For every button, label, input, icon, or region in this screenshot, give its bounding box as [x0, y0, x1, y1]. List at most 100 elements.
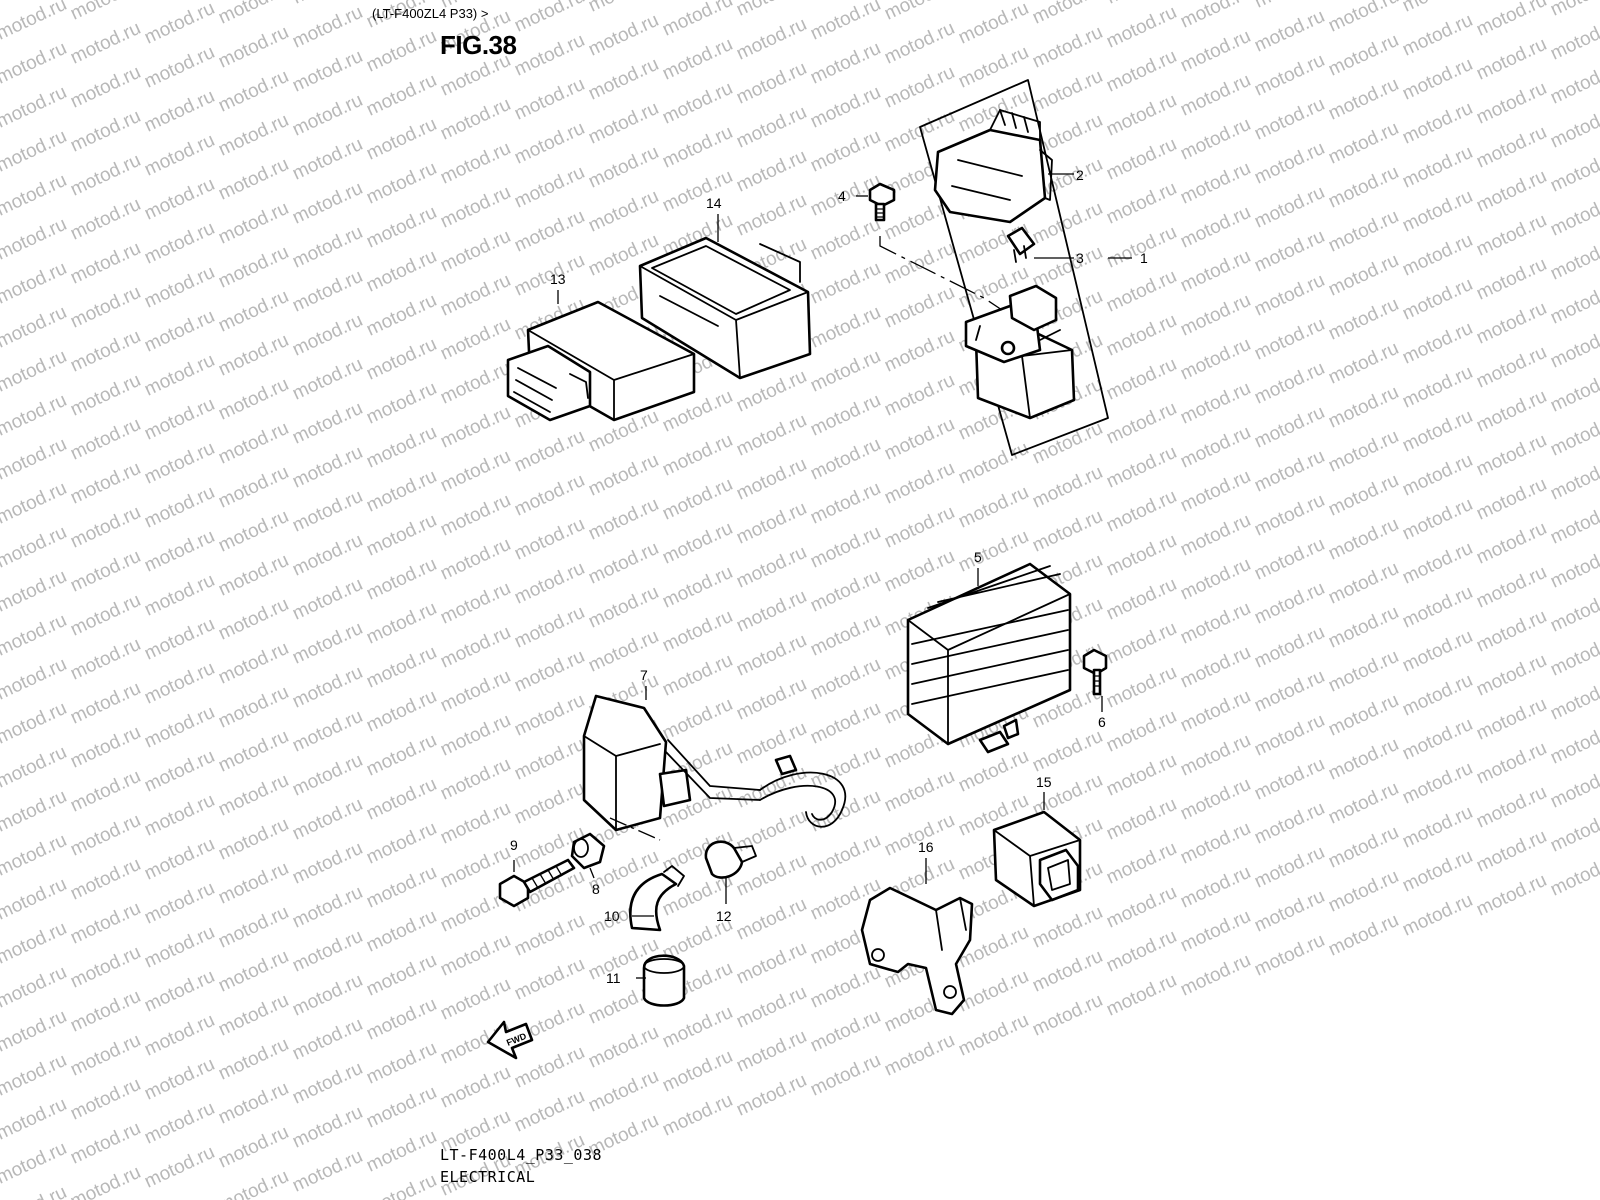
- watermark-text: motod.ru: [289, 882, 366, 933]
- watermark-text: motod.ru: [1103, 2, 1180, 53]
- watermark-text: motod.ru: [1029, 726, 1106, 777]
- watermark-text: motod.ru: [807, 1050, 884, 1101]
- watermark-text: motod.ru: [0, 830, 70, 881]
- watermark-text: motod.ru: [141, 394, 218, 445]
- watermark-text: motod.ru: [1399, 714, 1476, 765]
- watermark-text: motod.ru: [1473, 430, 1550, 481]
- watermark-text: motod.ru: [215, 858, 292, 909]
- watermark-text: motod.ru: [363, 862, 440, 913]
- part-5-regulator-rectifier[interactable]: [906, 562, 1072, 754]
- watermark-text: motod.ru: [363, 1038, 440, 1089]
- part-7-ignition-coil[interactable]: [582, 694, 847, 841]
- watermark-text: motod.ru: [659, 78, 736, 129]
- watermark-text: motod.ru: [807, 214, 884, 265]
- watermark-text: motod.ru: [1251, 138, 1328, 189]
- watermark-text: motod.ru: [659, 430, 736, 481]
- watermark-text: motod.ru: [67, 810, 144, 861]
- watermark-text: motod.ru: [1547, 762, 1600, 813]
- part-13-ecm[interactable]: [506, 300, 696, 422]
- watermark-text: motod.ru: [141, 702, 218, 753]
- watermark-text: motod.ru: [289, 530, 366, 581]
- watermark-text: motod.ru: [1473, 122, 1550, 173]
- watermark-text: motod.ru: [289, 662, 366, 713]
- watermark-text: motod.ru: [0, 38, 70, 89]
- watermark-text: motod.ru: [437, 314, 514, 365]
- part-12-terminal-seal[interactable]: [704, 840, 757, 879]
- watermark-text: motod.ru: [1399, 362, 1476, 413]
- watermark-text: motod.ru: [67, 942, 144, 993]
- watermark-text: motod.ru: [1103, 266, 1180, 317]
- watermark-text: motod.ru: [0, 874, 70, 925]
- drawing-code: LT-F400L4_P33_038: [440, 1146, 603, 1164]
- part-8-collar[interactable]: [570, 832, 606, 870]
- watermark-text: motod.ru: [437, 270, 514, 321]
- watermark-text: motod.ru: [1399, 10, 1476, 61]
- watermark-text: motod.ru: [67, 150, 144, 201]
- watermark-text: motod.ru: [1251, 754, 1328, 805]
- watermark-text: motod.ru: [0, 566, 70, 617]
- watermark-text: motod.ru: [141, 922, 218, 973]
- part-14-ecm-cover[interactable]: [638, 236, 812, 380]
- watermark-text: motod.ru: [363, 70, 440, 121]
- watermark-text: motod.ru: [289, 794, 366, 845]
- watermark-text: motod.ru: [437, 226, 514, 277]
- watermark-text: motod.ru: [437, 1062, 514, 1113]
- watermark-text: motod.ru: [1251, 886, 1328, 937]
- watermark-text: motod.ru: [215, 374, 292, 425]
- watermark-text: motod.ru: [289, 750, 366, 801]
- callout-8: 8: [592, 881, 600, 897]
- watermark-text: motod.ru: [437, 446, 514, 497]
- part-2-relay-cover[interactable]: [933, 109, 1053, 224]
- watermark-text: motod.ru: [1399, 54, 1476, 105]
- watermark-text: motod.ru: [1473, 518, 1550, 569]
- watermark-text: motod.ru: [1325, 646, 1402, 697]
- part-4-bolt[interactable]: [868, 182, 896, 222]
- model-reference: (LT-F400ZL4 P33) >: [372, 6, 489, 21]
- watermark-text: motod.ru: [733, 850, 810, 901]
- watermark-text: motod.ru: [215, 550, 292, 601]
- watermark-text: motod.ru: [955, 86, 1032, 137]
- watermark-text: motod.ru: [807, 82, 884, 133]
- watermark-text: motod.ru: [659, 1002, 736, 1053]
- watermark-text: motod.ru: [807, 742, 884, 793]
- part-9-bolt[interactable]: [498, 858, 576, 908]
- part-1-starter-relay[interactable]: [964, 284, 1076, 420]
- watermark-text: motod.ru: [1325, 30, 1402, 81]
- watermark-text: motod.ru: [437, 358, 514, 409]
- watermark-text: motod.ru: [1547, 630, 1600, 681]
- watermark-text: motod.ru: [363, 1082, 440, 1133]
- watermark-text: motod.ru: [511, 558, 588, 609]
- watermark-text: motod.ru: [67, 1162, 144, 1200]
- watermark-text: motod.ru: [955, 746, 1032, 797]
- watermark-text: motod.ru: [1029, 506, 1106, 557]
- watermark-text: motod.ru: [511, 910, 588, 961]
- watermark-text: motod.ru: [1547, 366, 1600, 417]
- watermark-text: motod.ru: [363, 950, 440, 1001]
- watermark-text: motod.ru: [881, 502, 958, 553]
- part-3-fuse[interactable]: [1006, 226, 1036, 263]
- watermark-text: motod.ru: [289, 442, 366, 493]
- part-11-cap-boot[interactable]: [642, 954, 686, 1007]
- watermark-text: motod.ru: [881, 282, 958, 333]
- watermark-text: motod.ru: [1029, 66, 1106, 117]
- watermark-text: motod.ru: [1177, 642, 1254, 693]
- part-15-relay[interactable]: [992, 810, 1082, 908]
- watermark-text: motod.ru: [1251, 534, 1328, 585]
- watermark-text: motod.ru: [585, 538, 662, 589]
- watermark-text: motod.ru: [1547, 14, 1600, 65]
- watermark-text: motod.ru: [141, 350, 218, 401]
- watermark-text: motod.ru: [215, 66, 292, 117]
- part-16-bracket[interactable]: [860, 886, 974, 1016]
- callout-1: 1: [1140, 250, 1148, 266]
- watermark-text: motod.ru: [1325, 250, 1402, 301]
- watermark-text: motod.ru: [141, 790, 218, 841]
- part-6-bolt[interactable]: [1082, 648, 1108, 696]
- watermark-text: motod.ru: [1325, 162, 1402, 213]
- watermark-text: motod.ru: [289, 970, 366, 1021]
- watermark-text: motod.ru: [807, 126, 884, 177]
- watermark-text: motod.ru: [585, 142, 662, 193]
- watermark-text: motod.ru: [659, 562, 736, 613]
- watermark-text: motod.ru: [511, 602, 588, 653]
- watermark-text: motod.ru: [733, 542, 810, 593]
- watermark-text: motod.ru: [511, 734, 588, 785]
